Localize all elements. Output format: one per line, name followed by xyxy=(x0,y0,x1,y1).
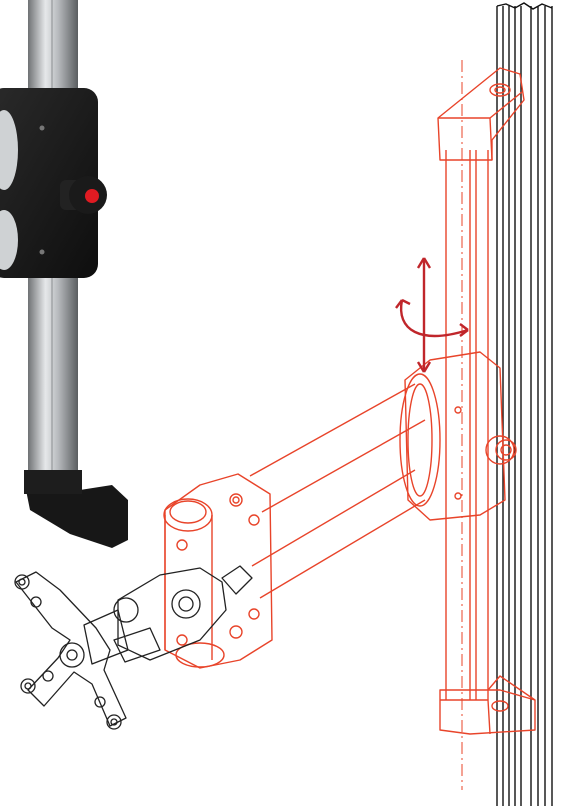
arm-line-drawing xyxy=(163,60,536,790)
vertical-arrow-icon xyxy=(416,257,432,373)
vesa-bracket-drawing xyxy=(14,565,253,730)
photo-pole-mount xyxy=(0,0,128,548)
wall-rail xyxy=(496,2,553,806)
rotation-arrow-icon xyxy=(395,298,469,338)
